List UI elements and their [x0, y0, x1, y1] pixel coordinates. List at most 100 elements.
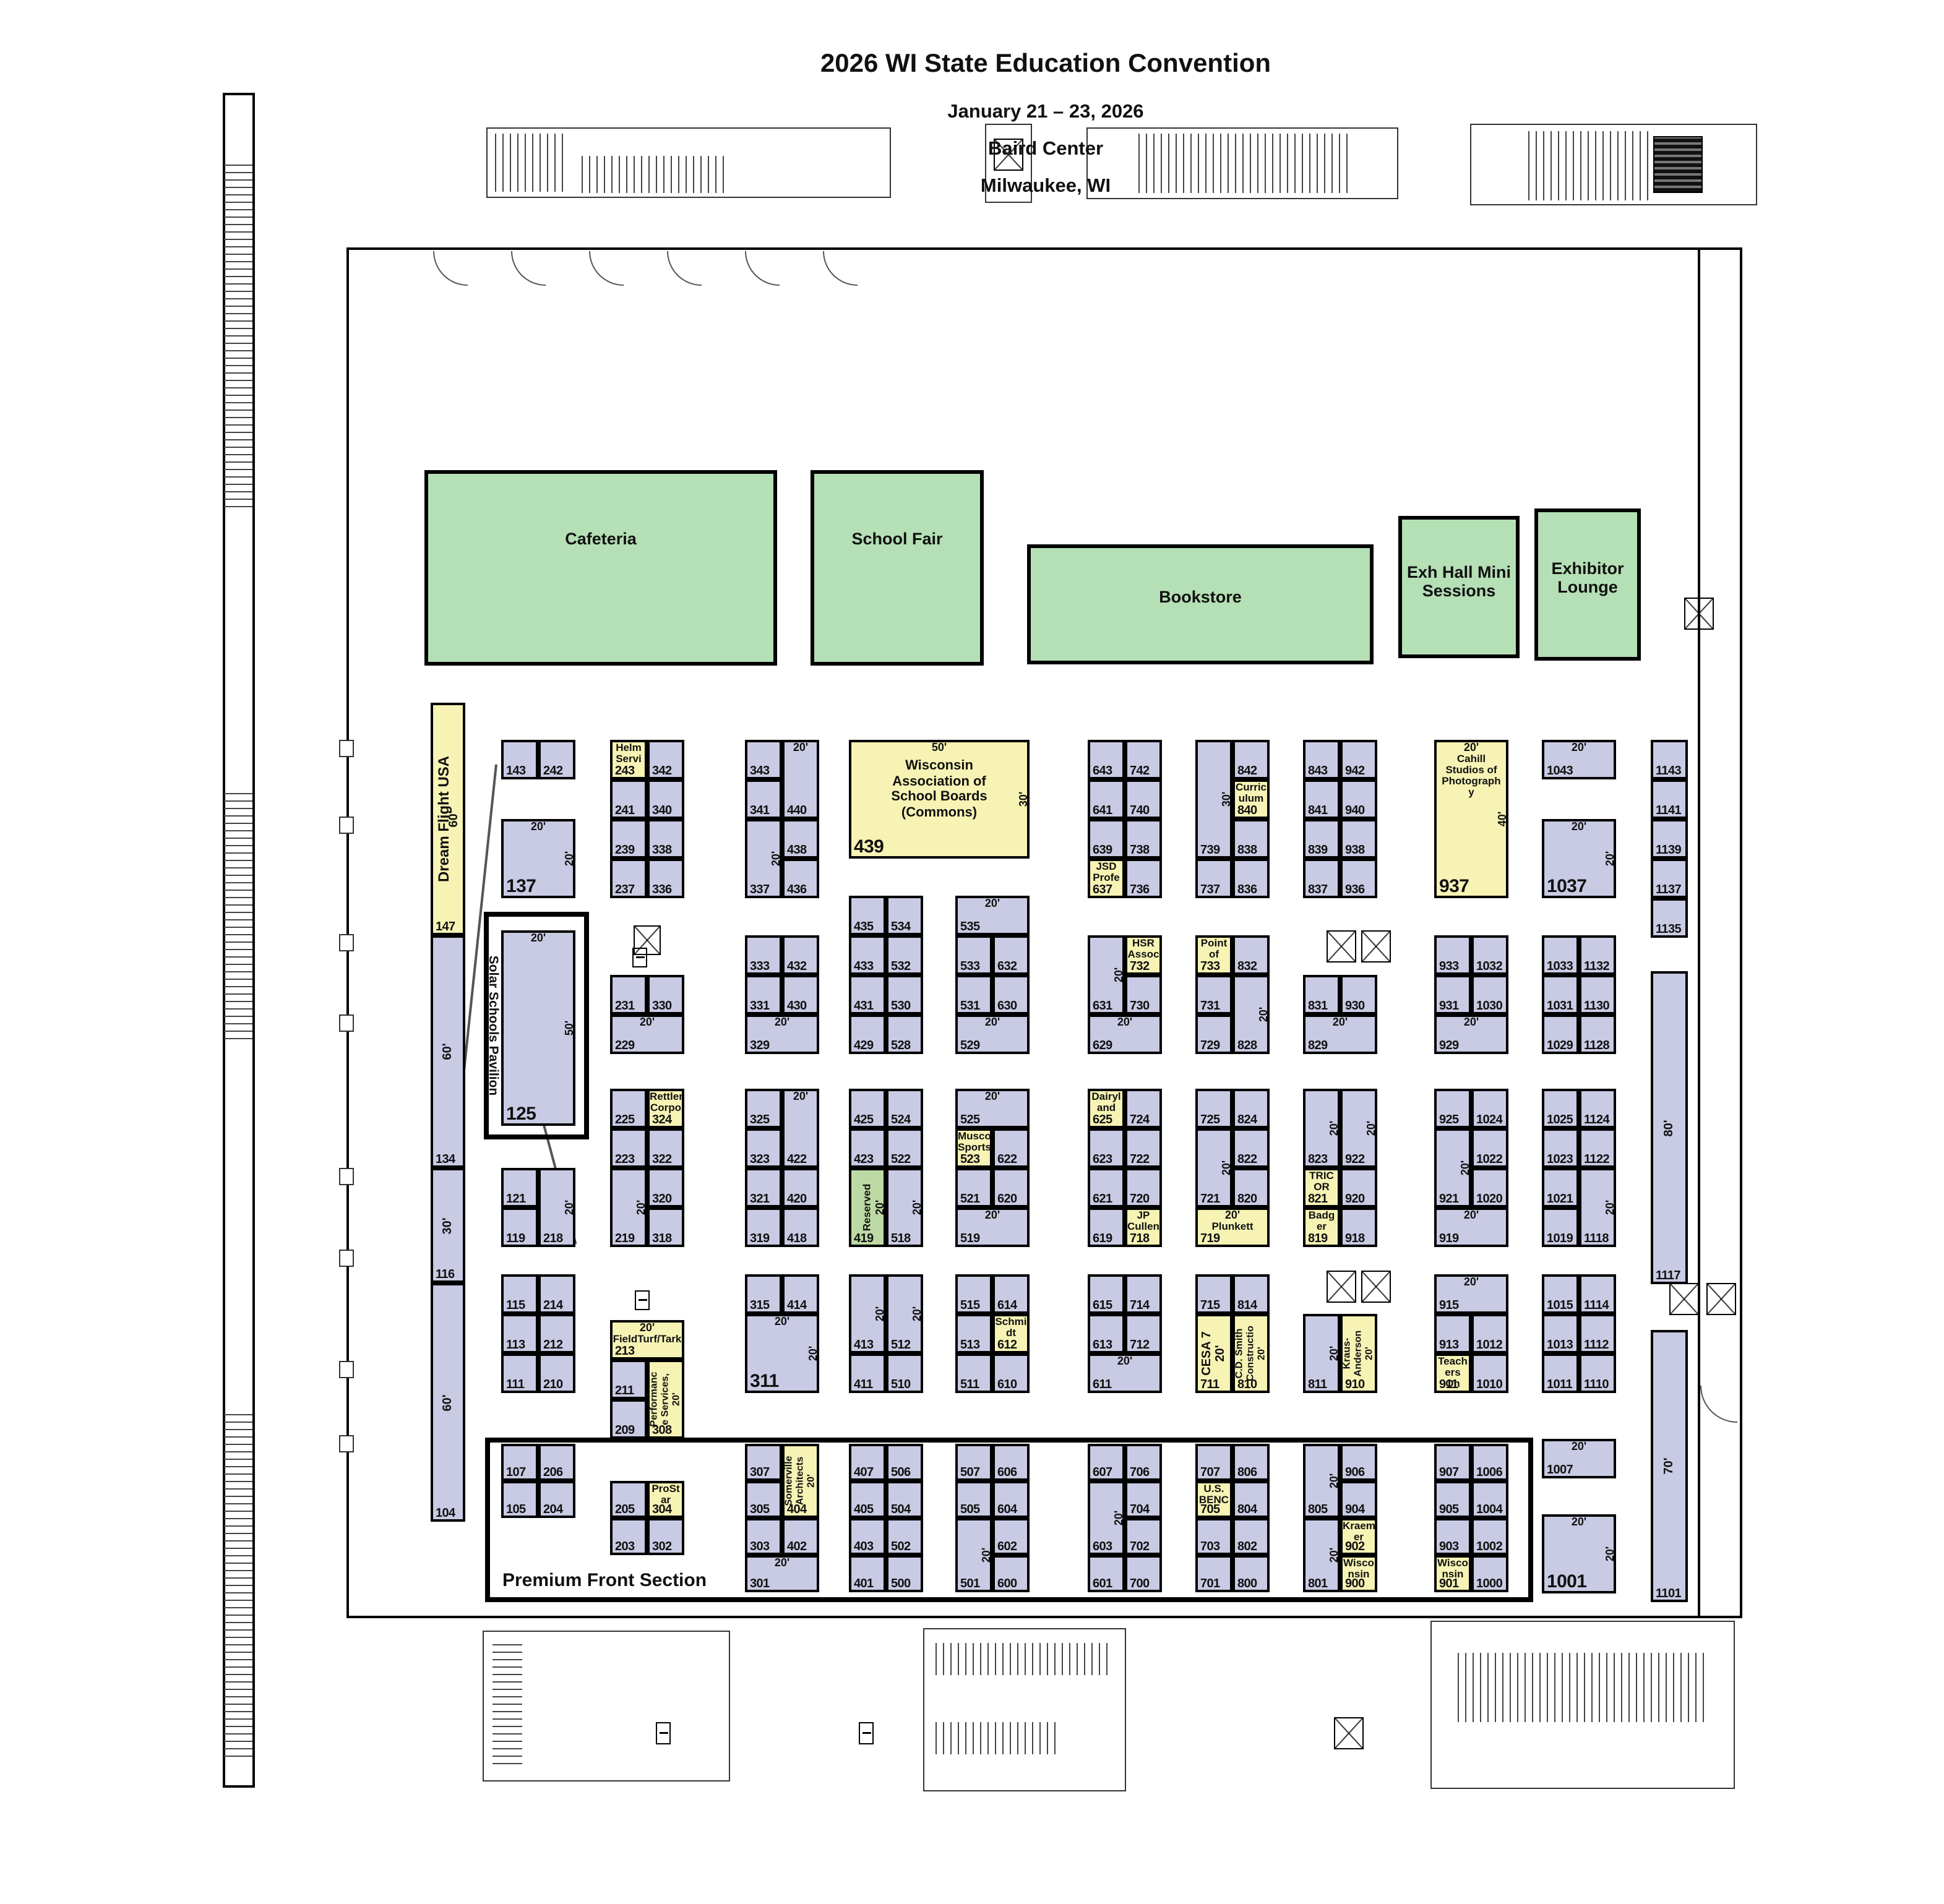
- booth-329[interactable]: 20'329: [745, 1014, 819, 1054]
- booth-1128[interactable]: 1128: [1579, 1014, 1616, 1054]
- booth-823[interactable]: 20'823: [1303, 1089, 1340, 1168]
- booth-925[interactable]: 925: [1434, 1089, 1471, 1128]
- booth-431[interactable]: 431: [849, 975, 886, 1014]
- booth-938[interactable]: 938: [1340, 819, 1377, 859]
- booth-1122[interactable]: 1122: [1579, 1128, 1616, 1168]
- booth-711[interactable]: CESA 7 20'711: [1195, 1314, 1232, 1393]
- booth-337[interactable]: 20'337: [745, 819, 782, 898]
- booth-315[interactable]: 315: [745, 1274, 782, 1314]
- booth-800[interactable]: 800: [1232, 1555, 1270, 1592]
- booth-922[interactable]: 20'922: [1340, 1089, 1377, 1168]
- booth-623[interactable]: 623: [1088, 1128, 1125, 1168]
- booth-722[interactable]: 722: [1125, 1128, 1162, 1168]
- booth-501[interactable]: 20'501: [955, 1518, 992, 1592]
- booth-721[interactable]: 20'721: [1195, 1128, 1232, 1207]
- booth-742[interactable]: 742: [1125, 740, 1162, 779]
- booth-440[interactable]: 20'440: [782, 740, 819, 819]
- booth-115[interactable]: 115: [501, 1274, 538, 1314]
- booth-205[interactable]: 205: [610, 1481, 647, 1518]
- booth-407[interactable]: 407: [849, 1444, 886, 1481]
- booth-1135[interactable]: 1135: [1651, 898, 1688, 938]
- booth-425[interactable]: 425: [849, 1089, 886, 1128]
- booth-1130[interactable]: 1130: [1579, 975, 1616, 1014]
- booth-602[interactable]: 602: [992, 1518, 1030, 1555]
- booth-325[interactable]: 325: [745, 1089, 782, 1128]
- booth-707[interactable]: 707: [1195, 1444, 1232, 1481]
- booth-1117[interactable]: 80'1117: [1651, 971, 1688, 1284]
- booth-204[interactable]: 204: [538, 1481, 575, 1518]
- booth-921[interactable]: 20'921: [1434, 1128, 1471, 1207]
- booth-338[interactable]: 338: [647, 819, 684, 859]
- booth-1114[interactable]: 1114: [1579, 1274, 1616, 1314]
- booth-218[interactable]: 20'218: [538, 1168, 575, 1247]
- booth-413[interactable]: 20'413: [849, 1274, 886, 1353]
- booth-212[interactable]: 212: [538, 1314, 575, 1353]
- booth-620[interactable]: 620: [992, 1168, 1030, 1207]
- booth-500[interactable]: 500: [886, 1555, 923, 1592]
- booth-1013[interactable]: 1013: [1542, 1314, 1579, 1353]
- booth-529[interactable]: 20'529: [955, 1014, 1030, 1054]
- booth-105[interactable]: 105: [501, 1481, 538, 1518]
- area-cafeteria[interactable]: Cafeteria: [424, 470, 777, 666]
- booth-219[interactable]: 20'219: [610, 1168, 647, 1247]
- booth-843[interactable]: 843: [1303, 740, 1340, 779]
- booth-341[interactable]: 341: [745, 779, 782, 819]
- booth-1007[interactable]: 20'1007: [1542, 1439, 1616, 1478]
- booth-340[interactable]: 340: [647, 779, 684, 819]
- booth-1110[interactable]: 1110: [1579, 1353, 1616, 1393]
- booth-242[interactable]: 242: [538, 740, 575, 779]
- booth-931[interactable]: 931: [1434, 975, 1471, 1014]
- booth-1132[interactable]: 1132: [1579, 935, 1616, 975]
- booth-933[interactable]: 933: [1434, 935, 1471, 975]
- booth-631[interactable]: 20'631: [1088, 935, 1125, 1014]
- booth-915[interactable]: 20'915: [1434, 1274, 1508, 1314]
- booth-209[interactable]: 209: [610, 1399, 647, 1439]
- booth-1118[interactable]: 20'1118: [1579, 1168, 1616, 1247]
- booth-241[interactable]: 241: [610, 779, 647, 819]
- booth-524[interactable]: 524: [886, 1089, 923, 1128]
- booth-706[interactable]: 706: [1125, 1444, 1162, 1481]
- booth-714[interactable]: 714: [1125, 1274, 1162, 1314]
- solar-schools-pavilion-outline[interactable]: Solar Schools Pavilion: [484, 912, 589, 1139]
- booth-704[interactable]: 704: [1125, 1481, 1162, 1518]
- booth-701[interactable]: 701: [1195, 1555, 1232, 1592]
- booth-530[interactable]: 530: [886, 975, 923, 1014]
- booth-305[interactable]: 305: [745, 1481, 782, 1518]
- booth-601[interactable]: 601: [1088, 1555, 1125, 1592]
- booth-712[interactable]: 712: [1125, 1314, 1162, 1353]
- booth-802[interactable]: 802: [1232, 1518, 1270, 1555]
- booth-737[interactable]: 737: [1195, 859, 1232, 898]
- booth-1029[interactable]: 1029: [1542, 1014, 1579, 1054]
- area-bookstore[interactable]: Bookstore: [1027, 544, 1374, 664]
- booth-724[interactable]: 724: [1125, 1089, 1162, 1128]
- booth-639[interactable]: 639: [1088, 819, 1125, 859]
- booth-430[interactable]: 430: [782, 975, 819, 1014]
- booth-829[interactable]: 20'829: [1303, 1014, 1377, 1054]
- area-school-fair[interactable]: School Fair: [811, 470, 984, 666]
- booth-831[interactable]: 831: [1303, 975, 1340, 1014]
- booth-401[interactable]: 401: [849, 1555, 886, 1592]
- booth-610[interactable]: 610: [992, 1353, 1030, 1393]
- booth-302[interactable]: 302: [647, 1518, 684, 1555]
- booth-203[interactable]: 203: [610, 1518, 647, 1555]
- booth-1001[interactable]: 20'20'1001: [1542, 1514, 1616, 1593]
- booth-905[interactable]: 905: [1434, 1481, 1471, 1518]
- booth-308[interactable]: Performanc e Services, 20'308: [647, 1360, 684, 1439]
- booth-237[interactable]: 237: [610, 859, 647, 898]
- booth-839[interactable]: 839: [1303, 819, 1340, 859]
- booth-810[interactable]: C.D. Smith Constructio 20'810: [1232, 1314, 1270, 1393]
- booth-804[interactable]: 804: [1232, 1481, 1270, 1518]
- booth-532[interactable]: 532: [886, 935, 923, 975]
- booth-320[interactable]: 320: [647, 1168, 684, 1207]
- booth-1023[interactable]: 1023: [1542, 1128, 1579, 1168]
- booth-502[interactable]: 502: [886, 1518, 923, 1555]
- booth-739[interactable]: 30'739: [1195, 740, 1232, 859]
- booth-438[interactable]: 438: [782, 819, 819, 859]
- area-exhibitor-lounge[interactable]: Exhibitor Lounge: [1534, 508, 1641, 661]
